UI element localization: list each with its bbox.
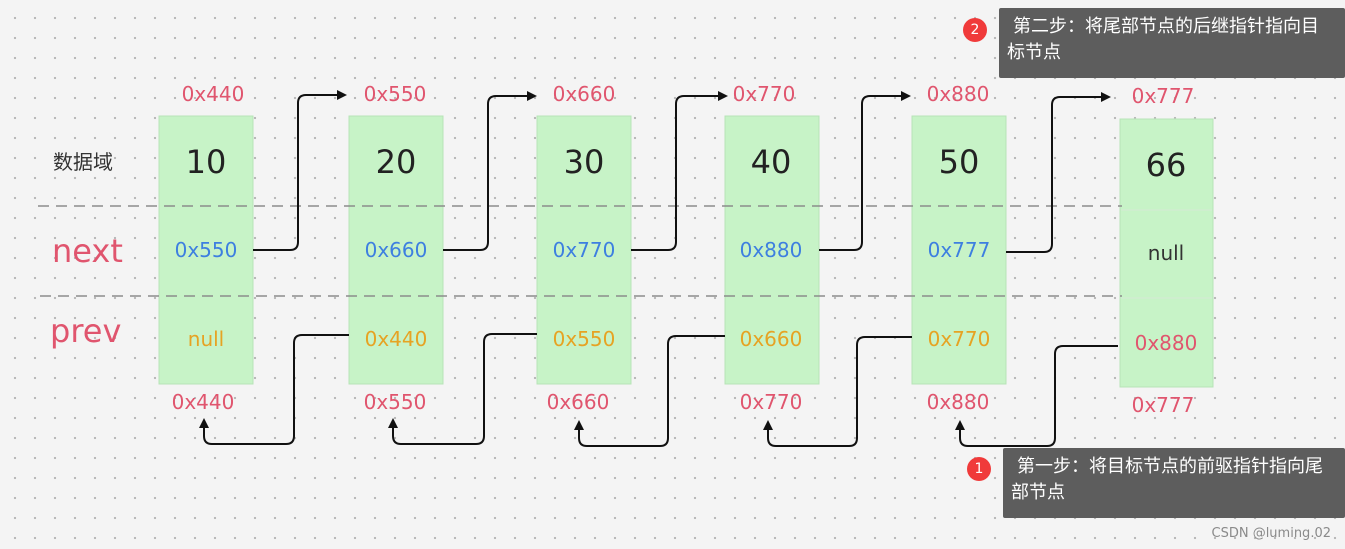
- step-one-badge: 1: [967, 457, 991, 481]
- node-address: 0x550: [364, 82, 427, 106]
- new-node-data: 66: [1146, 146, 1187, 184]
- row-label-next: next: [52, 232, 123, 270]
- step-one-tooltip: 第一步：将目标节点的前驱指针指向尾部节点: [1003, 448, 1345, 518]
- new-node-prev-pointer: 0x880: [1135, 331, 1198, 355]
- node-address: 0x880: [927, 82, 990, 106]
- node-prev-pointer: null: [188, 327, 224, 351]
- row-label-data: 数据域: [53, 150, 113, 174]
- node-address: 0x660: [553, 82, 616, 106]
- step-one-text: 第一步：将目标节点的前驱指针指向尾部节点: [1011, 456, 1323, 503]
- new-node-address-bottom: 0x777: [1132, 393, 1195, 417]
- node-data: 10: [186, 143, 227, 181]
- prev-pointer-arrow: [199, 334, 349, 445]
- step-two-badge: 2: [963, 18, 987, 42]
- node-address-bottom: 0x440: [172, 390, 235, 414]
- step-two-text: 第二步：将尾部节点的后继指针指向目标节点: [1007, 16, 1319, 63]
- watermark: CSDN @luming.02: [1211, 526, 1332, 541]
- new-node-address: 0x777: [1132, 84, 1195, 108]
- node-address: 0x440: [182, 82, 245, 106]
- new-node-box: [1119, 118, 1214, 388]
- prev-pointer-arrow: [574, 335, 725, 447]
- node-prev-pointer: 0x660: [740, 327, 803, 351]
- node-data: 50: [939, 143, 980, 181]
- node-next-pointer: 0x550: [175, 238, 238, 262]
- prev-pointer-arrow: [763, 336, 912, 447]
- next-pointer-arrow: [819, 91, 911, 251]
- node-next-pointer: 0x880: [740, 238, 803, 262]
- next-pointer-arrow-new: [1006, 92, 1111, 253]
- prev-pointer-arrow-new: [955, 345, 1118, 447]
- node-address-bottom: 0x770: [740, 390, 803, 414]
- row-label-prev: prev: [50, 312, 121, 350]
- node-address: 0x770: [733, 82, 796, 106]
- node-prev-pointer: 0x440: [365, 327, 428, 351]
- node-next-pointer: 0x777: [928, 238, 991, 262]
- step-two-tooltip: 第二步：将尾部节点的后继指针指向目标节点: [999, 8, 1345, 78]
- node-prev-pointer: 0x550: [553, 327, 616, 351]
- node-box: [536, 115, 632, 385]
- node-box: [158, 115, 254, 385]
- node-box: [724, 115, 820, 385]
- node-address-bottom: 0x550: [364, 390, 427, 414]
- node-box: [348, 115, 444, 385]
- next-pointer-arrow: [253, 90, 347, 251]
- next-pointer-arrow: [443, 91, 537, 251]
- node-data: 20: [376, 143, 417, 181]
- prev-pointer-arrow: [388, 333, 537, 445]
- node-address-bottom: 0x660: [547, 390, 610, 414]
- node-box: [911, 115, 1007, 385]
- new-node-next-pointer: null: [1148, 241, 1184, 265]
- node-data: 30: [564, 143, 605, 181]
- next-pointer-arrow: [631, 91, 728, 251]
- node-address-bottom: 0x880: [927, 390, 990, 414]
- node-data: 40: [751, 143, 792, 181]
- node-next-pointer: 0x770: [553, 238, 616, 262]
- node-prev-pointer: 0x770: [928, 327, 991, 351]
- node-next-pointer: 0x660: [365, 238, 428, 262]
